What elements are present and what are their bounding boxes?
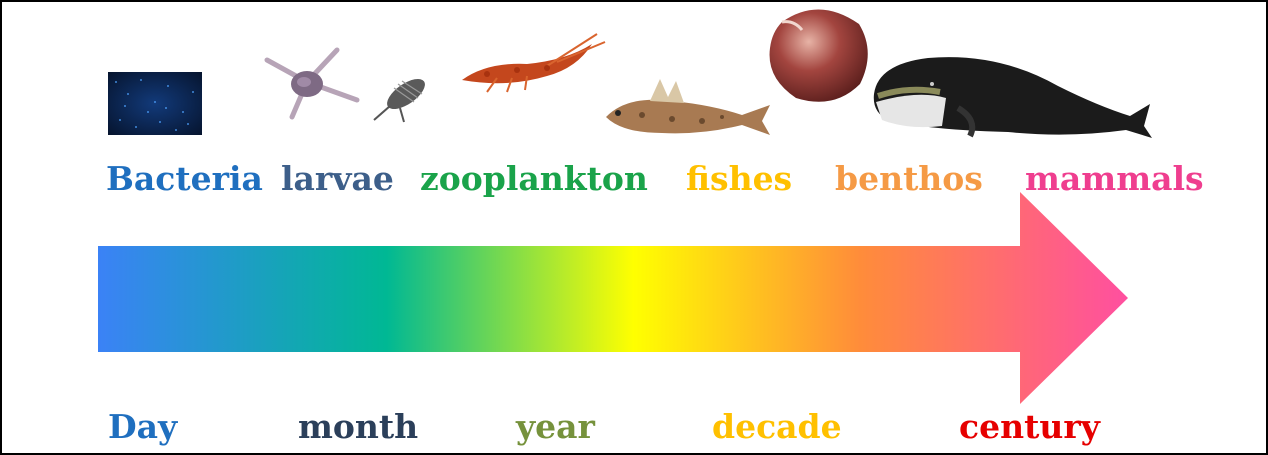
whale-image	[868, 50, 1153, 140]
timescale-label-century: century	[959, 410, 1100, 443]
timescale-label-month: month	[298, 410, 418, 443]
copepod-image	[370, 72, 436, 124]
timescale-label-year: year	[516, 410, 595, 443]
organism-label-benthos: benthos	[835, 162, 983, 195]
organism-label-zooplankton: zooplankton	[420, 162, 648, 195]
organism-label-larvae: larvae	[281, 162, 394, 195]
organism-label-bacteria: Bacteria	[106, 162, 263, 195]
timescale-label-decade: decade	[712, 410, 842, 443]
organism-label-mammals: mammals	[1025, 162, 1204, 195]
fish-image	[602, 77, 772, 139]
larva-image	[262, 42, 362, 122]
organism-label-fishes: fishes	[686, 162, 792, 195]
timescale-label-day: Day	[108, 410, 177, 443]
timescale-arrow	[98, 192, 1130, 404]
bacteria-image	[108, 72, 202, 135]
shrimp-image	[457, 32, 607, 94]
clam-image	[764, 2, 874, 110]
